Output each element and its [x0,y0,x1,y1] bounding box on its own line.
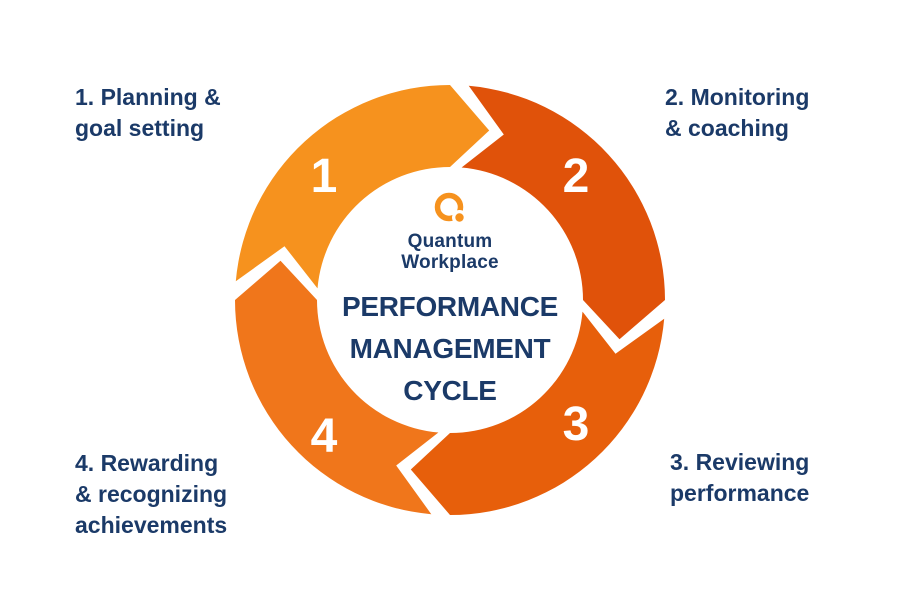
quantum-workplace-logo-icon [434,192,467,226]
step-label-line: & recognizing [75,481,228,508]
step-label-line: 4. Rewarding [75,450,219,476]
diagram-title-line2: MANAGEMENT [349,332,551,364]
diagram-title-line3: CYCLE [403,374,497,406]
step-label-reviewing: 3. Reviewing performance [670,447,809,509]
cycle-segment-3 [410,311,665,515]
brand-name-line1: Quantum [407,231,493,253]
step-label-line: 1. Planning & [75,84,221,110]
diagram-title-line1: PERFORMANCE [341,290,559,322]
center-content: Quantum Workplace PERFORMANCE MANAGEMENT… [320,170,580,430]
cycle-step-number-2: 2 [563,150,590,203]
step-label-line: 2. Monitoring [665,84,810,110]
cycle-step-number-1: 1 [311,150,338,203]
cycle-step-number-3: 3 [563,398,590,451]
cycle-segment-4 [234,260,439,515]
step-label-line: performance [670,480,810,507]
diagram-title: PERFORMANCE MANAGEMENT CYCLE [342,286,558,412]
step-label-line: 3. Reviewing [670,449,810,475]
step-label-monitoring: 2. Monitoring & coaching [665,82,809,144]
cycle-segment-1 [235,84,490,289]
brand-name: Quantum Workplace [401,231,499,274]
cycle-segment-2 [461,85,665,340]
step-label-line: goal setting [75,115,205,142]
step-label-rewarding: 4. Rewarding & recognizing achievements [75,448,227,541]
step-label-line: achievements [75,512,228,539]
step-label-line: & coaching [665,115,789,142]
cycle-step-number-4: 4 [311,410,338,463]
brand-name-line2: Workplace [401,252,499,273]
step-label-planning: 1. Planning & goal setting [75,82,221,144]
